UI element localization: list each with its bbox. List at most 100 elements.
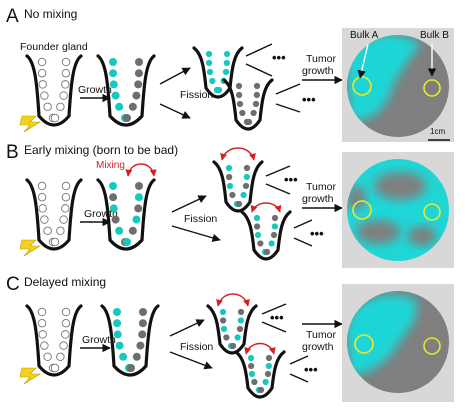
ellipsis-icon: ••• <box>304 362 318 377</box>
cell <box>119 352 128 361</box>
tumor-growth-label: growth <box>302 193 334 205</box>
crypt-wall <box>206 304 258 355</box>
daughter-crypt-gray <box>222 78 274 131</box>
tumor-growth-label: Tumor <box>306 329 336 341</box>
cell <box>113 330 122 339</box>
cell <box>134 193 143 202</box>
cell <box>37 307 47 317</box>
ellipsis-icon: ••• <box>310 226 324 241</box>
cell <box>229 191 236 199</box>
cell <box>113 319 122 328</box>
scale-label: 1cm <box>430 127 445 136</box>
cell <box>111 91 120 100</box>
fission-arrow-icon <box>171 195 207 213</box>
cell <box>123 114 131 122</box>
branch-line <box>261 321 287 333</box>
cell <box>219 308 227 316</box>
crypt-wall <box>100 304 160 377</box>
cell <box>237 317 244 324</box>
bulk-a-circle <box>352 200 372 220</box>
cell <box>37 57 47 67</box>
panel-c: C Delayed mixing Growth Fission ••• ••• … <box>6 274 454 402</box>
cell <box>113 308 121 316</box>
cell <box>240 191 247 199</box>
panel-letter: C <box>6 274 20 295</box>
cell <box>253 214 261 222</box>
cell <box>254 223 261 230</box>
panel-letter: B <box>6 142 19 163</box>
cell <box>134 69 143 78</box>
branch-line <box>261 303 287 315</box>
cell <box>37 318 47 328</box>
cell <box>236 100 244 108</box>
cell <box>61 192 71 202</box>
tumor-section-photo: 1cm <box>342 28 454 142</box>
bulk-b-circle <box>423 79 441 97</box>
crypt-wall <box>192 46 244 99</box>
cell <box>243 173 250 181</box>
cell <box>262 378 269 386</box>
crypt-wall <box>240 210 292 261</box>
cell <box>50 363 60 373</box>
cell <box>254 231 262 239</box>
cell <box>257 240 264 247</box>
cell <box>40 215 49 224</box>
tumor-section-photo <box>342 284 454 402</box>
cell <box>37 181 47 191</box>
cell <box>248 370 256 378</box>
cell <box>222 68 230 76</box>
cell <box>109 80 118 89</box>
cell <box>132 91 141 100</box>
daughter-crypt-mixed <box>240 210 292 261</box>
crypt-wall <box>25 54 83 127</box>
cell <box>127 364 135 372</box>
cell <box>264 370 272 378</box>
crypt-wall <box>96 54 156 127</box>
founder-gland-label: Founder gland <box>20 41 88 53</box>
mixing-arrow-icon <box>216 293 250 307</box>
cell <box>268 240 275 247</box>
panel-b: B Early mixing (born to be bad) Mixing G… <box>6 142 454 268</box>
cell <box>229 342 237 350</box>
panel-title: Early mixing (born to be bad) <box>24 143 178 157</box>
cell <box>43 226 52 236</box>
cell <box>123 238 131 246</box>
cell <box>40 91 49 100</box>
cell <box>247 354 255 362</box>
fission-label: Fission <box>180 341 213 353</box>
cell <box>50 237 60 247</box>
branch-line <box>265 183 291 195</box>
grown-crypt <box>96 54 156 127</box>
cell <box>134 204 143 213</box>
cell <box>61 318 71 328</box>
cell <box>59 215 68 224</box>
mixing-arrow-icon <box>250 202 282 213</box>
cell <box>61 204 70 213</box>
tumor-growth-label: Tumor <box>306 181 336 193</box>
ellipsis-icon: ••• <box>284 172 298 187</box>
cell <box>134 80 143 89</box>
fission-arrow-icon <box>159 103 191 119</box>
daughter-crypt-teal <box>192 46 244 99</box>
lightning-shape <box>19 367 42 385</box>
branch-line <box>275 103 301 113</box>
cell <box>132 215 141 224</box>
cell <box>257 386 265 394</box>
branch-line <box>275 83 301 95</box>
cell <box>237 308 245 316</box>
cell <box>248 362 255 370</box>
panel-letter: A <box>6 6 19 27</box>
branch-line <box>289 355 309 365</box>
cell <box>59 91 68 100</box>
tumor-growth-label: growth <box>302 341 334 353</box>
cell <box>61 181 71 191</box>
bulk-a-label: Bulk A <box>350 30 379 41</box>
ellipsis-icon: ••• <box>302 92 316 107</box>
lightning-bolt-icon <box>19 239 42 257</box>
cell <box>226 182 234 190</box>
cell <box>220 325 228 333</box>
cell <box>271 223 278 230</box>
grown-crypt <box>100 304 160 377</box>
tumor-growth-label: Tumor <box>306 53 336 65</box>
cell <box>215 86 223 94</box>
